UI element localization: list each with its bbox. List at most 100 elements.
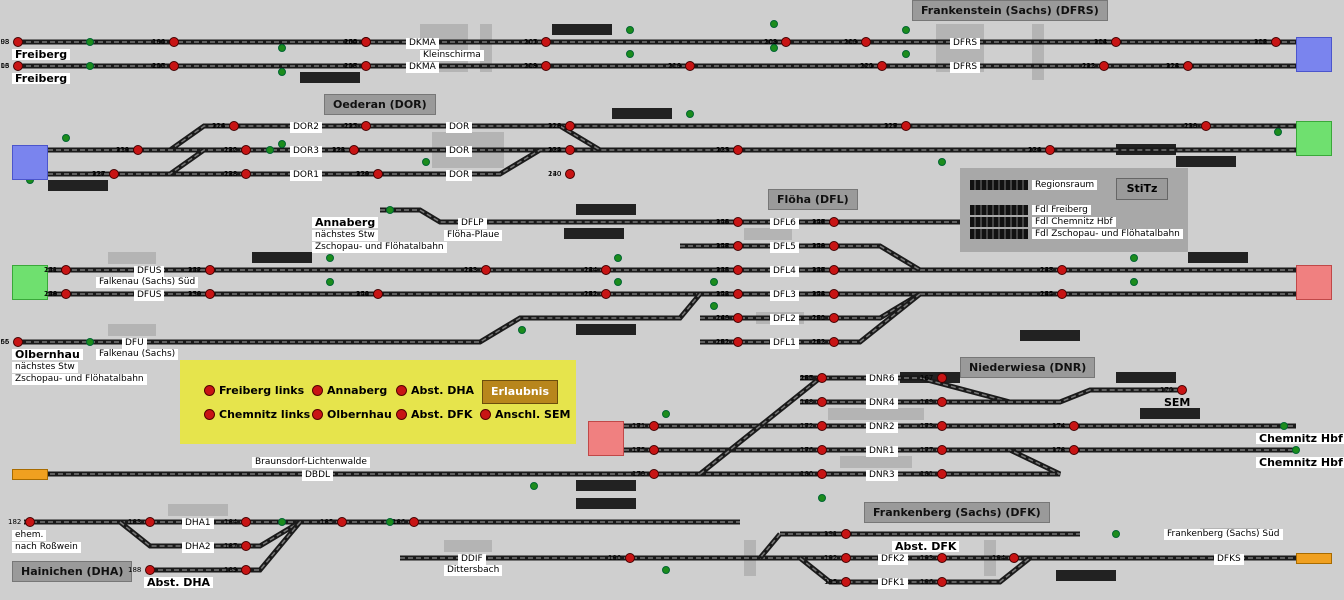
signal-red[interactable] [373,289,383,299]
shunt-signal[interactable] [626,26,634,34]
signal-red[interactable] [349,145,359,155]
track-label-dnr3[interactable]: DNR3 [866,470,898,481]
end-box-niederwiesa-left[interactable] [588,421,624,456]
signal-red[interactable] [829,313,839,323]
counter-block[interactable] [576,204,636,215]
shunt-signal[interactable] [1112,530,1120,538]
track-label-dfl5[interactable]: DFL5 [770,242,799,253]
track-label-dor2[interactable]: DOR2 [290,122,322,133]
track-label-dnr2[interactable]: DNR2 [866,422,898,433]
signal-red[interactable] [541,37,551,47]
counter-block[interactable] [900,372,960,383]
signal-red[interactable] [25,517,35,527]
signal-red[interactable] [361,121,371,131]
signal-red[interactable] [937,577,947,587]
signal-red[interactable] [937,421,947,431]
signal-red[interactable] [649,469,659,479]
signal-red[interactable] [337,517,347,527]
counter-block[interactable] [1056,570,1116,581]
signal-red[interactable] [13,61,23,71]
end-box-falkenau-left[interactable] [12,265,48,300]
legend-chemnitz-links[interactable]: Chemnitz links [204,408,310,421]
signal-red[interactable] [1069,421,1079,431]
track-label-dfl4[interactable]: DFL4 [770,266,799,277]
shunt-signal[interactable] [770,20,778,28]
signal-red[interactable] [733,265,743,275]
shunt-signal[interactable] [710,302,718,310]
shunt-signal[interactable] [1292,446,1300,454]
track-label-ddif[interactable]: DDIF [458,554,486,565]
shunt-signal[interactable] [818,494,826,502]
signal-red[interactable] [205,265,215,275]
track-label-dfl6[interactable]: DFL6 [770,218,799,229]
signal-red[interactable] [817,373,827,383]
signal-red[interactable] [169,37,179,47]
signal-red[interactable] [1183,61,1193,71]
shunt-signal[interactable] [614,254,622,262]
signal-red[interactable] [861,37,871,47]
shunt-signal[interactable] [626,50,634,58]
shunt-signal[interactable] [530,482,538,490]
signal-red[interactable] [937,445,947,455]
signal-red[interactable] [13,337,23,347]
track-label-dor[interactable]: DOR [446,170,473,181]
shunt-signal[interactable] [662,410,670,418]
counter-block[interactable] [1140,408,1200,419]
signal-red[interactable] [169,61,179,71]
signal-red[interactable] [241,541,251,551]
track-label-dnr1[interactable]: DNR1 [866,446,898,457]
signal-red[interactable] [937,553,947,563]
shunt-signal[interactable] [62,134,70,142]
region-row-fdl-freiberg[interactable]: Fdl Freiberg [970,205,1091,215]
signal-red[interactable] [841,529,851,539]
end-box-braunsdorf-left[interactable] [12,469,48,480]
shunt-signal[interactable] [710,278,718,286]
erlaubnis-button[interactable]: Erlaubnis [482,380,558,404]
track-label-dnr4[interactable]: DNR4 [866,398,898,409]
signal-red[interactable] [1069,445,1079,455]
signal-red[interactable] [361,37,371,47]
counter-block[interactable] [252,252,312,263]
track-label-dor1[interactable]: DOR1 [290,170,322,181]
signal-red[interactable] [841,577,851,587]
signal-red[interactable] [61,289,71,299]
signal-red[interactable] [817,469,827,479]
shunt-signal[interactable] [938,158,946,166]
track-label-dha1[interactable]: DHA1 [182,518,214,529]
signal-red[interactable] [361,61,371,71]
track-label-dfl1[interactable]: DFL1 [770,338,799,349]
legend-freiberg-links[interactable]: Freiberg links [204,384,304,397]
shunt-signal[interactable] [686,110,694,118]
signal-red[interactable] [829,241,839,251]
signal-red[interactable] [241,145,251,155]
track-label-dfus[interactable]: DFUS [134,266,165,277]
signal-red[interactable] [229,121,239,131]
signal-red[interactable] [733,145,743,155]
end-box-freiberg-right[interactable] [1296,37,1332,72]
shunt-signal[interactable] [278,140,286,148]
signal-red[interactable] [829,337,839,347]
counter-block[interactable] [1020,330,1080,341]
signal-red[interactable] [781,37,791,47]
track-label-dor[interactable]: DOR [446,122,473,133]
region-row-regionsraum[interactable]: Regionsraum [970,180,1098,190]
counter-block[interactable] [612,108,672,119]
region-row-fdl-chemnitz[interactable]: Fdl Chemnitz Hbf [970,217,1116,227]
shunt-signal[interactable] [86,62,94,70]
signal-red[interactable] [1057,289,1067,299]
shunt-signal[interactable] [1130,278,1138,286]
signal-red[interactable] [205,289,215,299]
signal-red[interactable] [565,121,575,131]
shunt-signal[interactable] [326,254,334,262]
counter-block[interactable] [576,498,636,509]
signal-red[interactable] [541,61,551,71]
counter-block[interactable] [564,228,624,239]
shunt-signal[interactable] [902,50,910,58]
signal-red[interactable] [649,445,659,455]
signal-red[interactable] [829,289,839,299]
shunt-signal[interactable] [1274,128,1282,136]
signal-red[interactable] [241,565,251,575]
shunt-signal[interactable] [662,566,670,574]
signal-red[interactable] [481,265,491,275]
track-label-dha2[interactable]: DHA2 [182,542,214,553]
